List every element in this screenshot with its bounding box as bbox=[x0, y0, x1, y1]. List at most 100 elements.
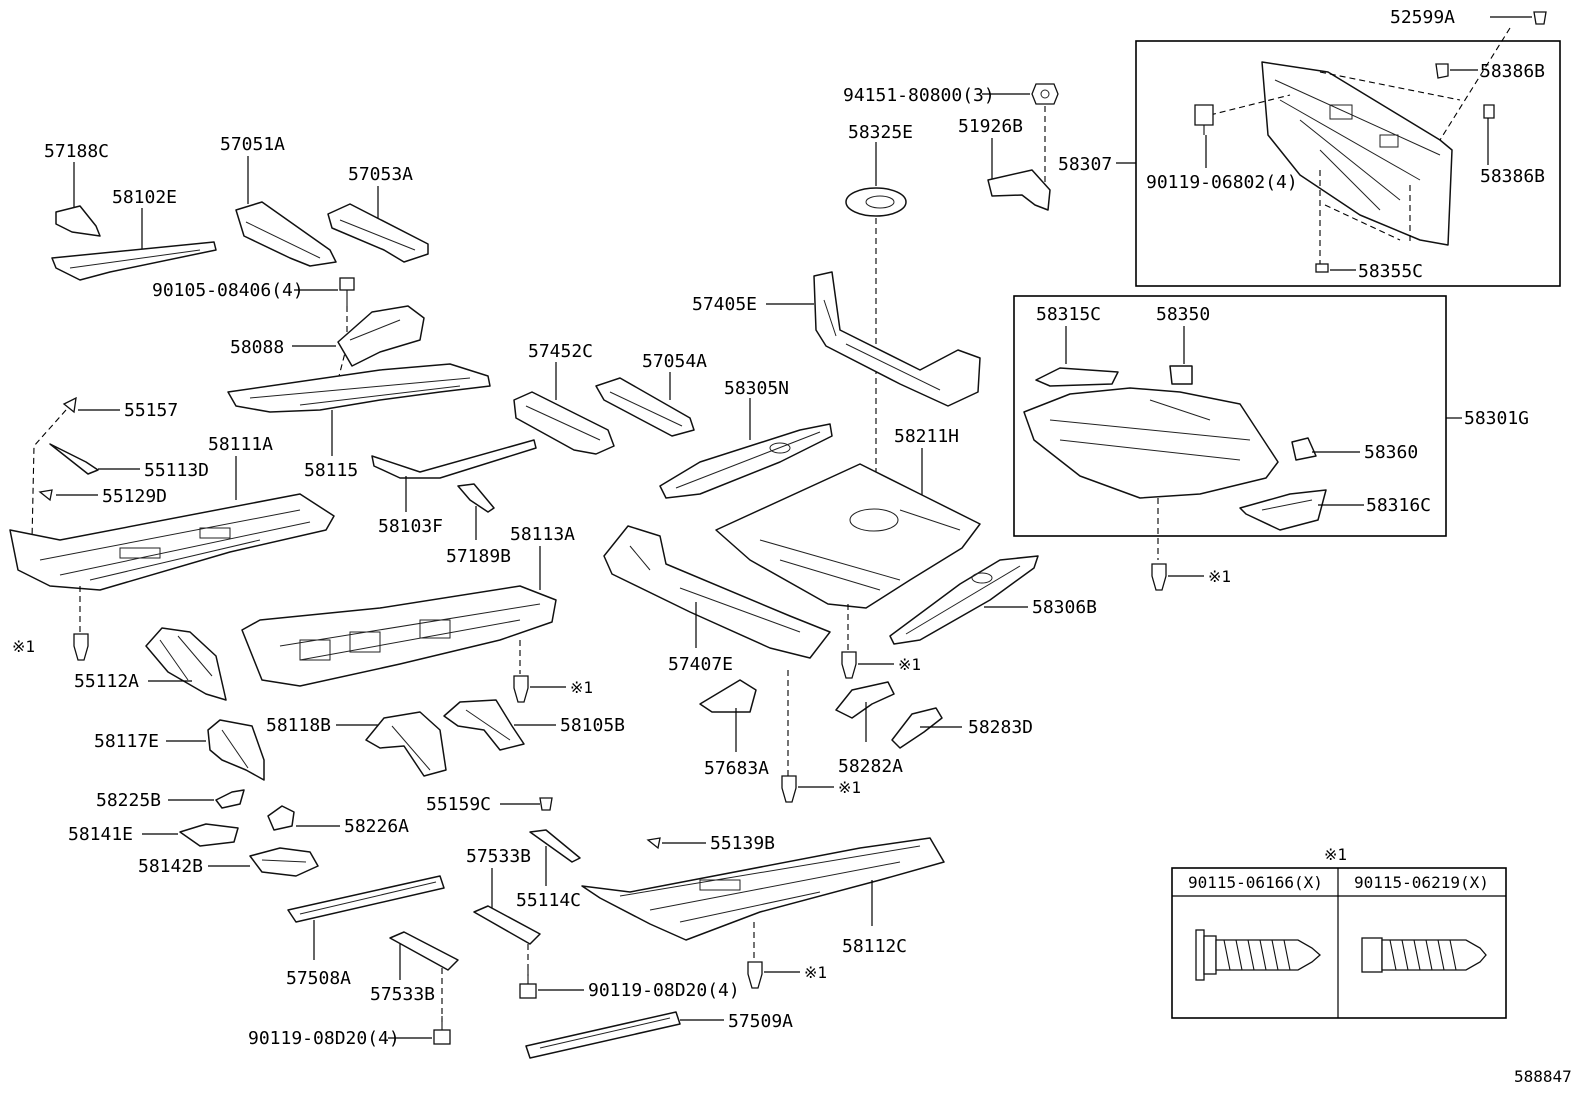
callout-58305N: 58305N bbox=[724, 378, 789, 399]
note-clip-lower-right[interactable] bbox=[747, 961, 763, 989]
part-58088-bracket[interactable] bbox=[337, 305, 425, 367]
part-51926B-bracket[interactable] bbox=[987, 169, 1051, 211]
part-90105-08406-bolt[interactable] bbox=[339, 277, 355, 306]
callout-94151-80800: 94151-80800(3) bbox=[843, 85, 995, 106]
part-58111A-floor-pan[interactable] bbox=[9, 493, 335, 591]
part-55129D-clip[interactable] bbox=[38, 489, 53, 502]
part-58112C-floor-pan[interactable] bbox=[581, 837, 945, 941]
callout-58225B: 58225B bbox=[96, 790, 161, 811]
callout-55159C: 55159C bbox=[426, 794, 491, 815]
part-58211H-floor-pan[interactable] bbox=[715, 463, 981, 609]
part-55159C-clip[interactable] bbox=[539, 797, 553, 811]
part-57533B-upper-plate[interactable] bbox=[473, 905, 541, 945]
part-57508A-rail[interactable] bbox=[287, 875, 445, 923]
part-57509A-rail[interactable] bbox=[525, 1011, 681, 1059]
part-58325E-plug[interactable] bbox=[845, 187, 907, 217]
callout-57051A: 57051A bbox=[220, 134, 285, 155]
part-57053A-member[interactable] bbox=[327, 203, 429, 263]
part-58118B-housing[interactable] bbox=[365, 711, 447, 777]
part-58350-bracket[interactable] bbox=[1169, 365, 1193, 385]
callout-58142B: 58142B bbox=[138, 856, 203, 877]
part-57533B-lower-plate[interactable] bbox=[389, 931, 459, 971]
part-58306B-member[interactable] bbox=[889, 555, 1039, 645]
part-58316C-cover[interactable] bbox=[1239, 489, 1327, 531]
callout-58283D: 58283D bbox=[968, 717, 1033, 738]
part-58386B-lower[interactable] bbox=[1483, 104, 1495, 119]
part-58117E-housing[interactable] bbox=[207, 719, 265, 781]
part-58105B-housing[interactable] bbox=[443, 699, 525, 751]
part-58113A-floor[interactable] bbox=[241, 585, 557, 687]
note-clip-lower-center[interactable] bbox=[781, 775, 797, 803]
part-58386B-upper[interactable] bbox=[1435, 63, 1449, 79]
part-58142B-bracket[interactable] bbox=[249, 847, 319, 877]
bolt-90115-06219-illustration[interactable] bbox=[1361, 937, 1487, 973]
part-55113D-seal[interactable] bbox=[49, 443, 99, 475]
callout-58355C: 58355C bbox=[1358, 261, 1423, 282]
part-55139B-clip[interactable] bbox=[646, 837, 661, 850]
part-58307-back-panel[interactable] bbox=[1261, 61, 1453, 246]
part-58360-bracket[interactable] bbox=[1291, 437, 1317, 461]
callout-58211H: 58211H bbox=[894, 426, 959, 447]
part-90119-06802-bolt[interactable] bbox=[1194, 104, 1214, 135]
callout-58113A: 58113A bbox=[510, 524, 575, 545]
callout-51926B: 51926B bbox=[958, 116, 1023, 137]
part-58226A-bracket[interactable] bbox=[267, 805, 295, 831]
callout-90105-08406: 90105-08406(4) bbox=[152, 280, 304, 301]
part-55112A-panel[interactable] bbox=[145, 627, 227, 701]
part-58141E-bracket[interactable] bbox=[179, 823, 239, 847]
callout-58350: 58350 bbox=[1156, 304, 1210, 325]
part-57452C-member[interactable] bbox=[513, 391, 615, 455]
callout-58141E: 58141E bbox=[68, 824, 133, 845]
callout-58315C: 58315C bbox=[1036, 304, 1101, 325]
part-58103F-rail[interactable] bbox=[371, 439, 537, 479]
part-58355C-clip[interactable] bbox=[1315, 263, 1329, 273]
part-55157-clip[interactable] bbox=[62, 396, 77, 414]
callout-58307: 58307 bbox=[1058, 154, 1112, 175]
part-90119-08D20-left-bolt[interactable] bbox=[433, 1016, 451, 1045]
bolt-90115-06166-illustration[interactable] bbox=[1195, 929, 1321, 981]
part-58102E-rail[interactable] bbox=[51, 241, 217, 281]
callout-58115: 58115 bbox=[304, 460, 358, 481]
note-marker-right: ※1 bbox=[1208, 567, 1231, 586]
part-58225B-bracket[interactable] bbox=[215, 789, 245, 809]
callout-57054A: 57054A bbox=[642, 351, 707, 372]
callout-57188C: 57188C bbox=[44, 141, 109, 162]
note-marker-center: ※1 bbox=[898, 655, 921, 674]
part-57051A-member[interactable] bbox=[235, 201, 337, 267]
note-marker-lower-right: ※1 bbox=[804, 963, 827, 982]
part-57188C-bracket[interactable] bbox=[55, 205, 101, 237]
callout-57189B: 57189B bbox=[446, 546, 511, 567]
part-58315C-cover[interactable] bbox=[1035, 367, 1119, 387]
part-58305N-member[interactable] bbox=[659, 423, 833, 499]
note-clip-left[interactable] bbox=[73, 633, 89, 661]
figure-number: 588847 bbox=[1514, 1067, 1572, 1086]
callout-58325E: 58325E bbox=[848, 122, 913, 143]
callout-58088: 58088 bbox=[230, 337, 284, 358]
note-marker-left: ※1 bbox=[12, 637, 35, 656]
callout-58282A: 58282A bbox=[838, 756, 903, 777]
part-58115-rail[interactable] bbox=[227, 363, 491, 413]
callout-55129D: 55129D bbox=[102, 486, 167, 507]
part-57189B-bracket[interactable] bbox=[457, 483, 495, 513]
callout-90119-08D20-right: 90119-08D20(4) bbox=[588, 980, 740, 1001]
note-clip-center-left[interactable] bbox=[513, 675, 529, 703]
part-90119-08D20-right-bolt[interactable] bbox=[519, 970, 537, 999]
part-57407E-crossmember[interactable] bbox=[603, 525, 831, 659]
note-clip-right[interactable] bbox=[1151, 563, 1167, 591]
callout-90119-08D20-left: 90119-08D20(4) bbox=[248, 1028, 400, 1049]
part-52599A-clip[interactable] bbox=[1533, 11, 1547, 25]
part-58283D-bracket[interactable] bbox=[891, 707, 943, 749]
callout-57405E: 57405E bbox=[692, 294, 757, 315]
part-57405E-crossmember[interactable] bbox=[813, 271, 981, 407]
part-58282A-bracket[interactable] bbox=[835, 681, 895, 719]
part-57683A-bracket[interactable] bbox=[699, 679, 757, 713]
callout-57452C: 57452C bbox=[528, 341, 593, 362]
part-58301G-floor-pan[interactable] bbox=[1023, 387, 1279, 499]
part-94151-80800-nut[interactable] bbox=[1031, 83, 1059, 105]
note-clip-center[interactable] bbox=[841, 651, 857, 679]
note-marker-lower-center: ※1 bbox=[838, 778, 861, 797]
note-table-marker: ※1 bbox=[1324, 845, 1347, 864]
part-55114C-seal[interactable] bbox=[529, 829, 581, 863]
callout-57053A: 57053A bbox=[348, 164, 413, 185]
part-57054A-member[interactable] bbox=[595, 377, 695, 437]
